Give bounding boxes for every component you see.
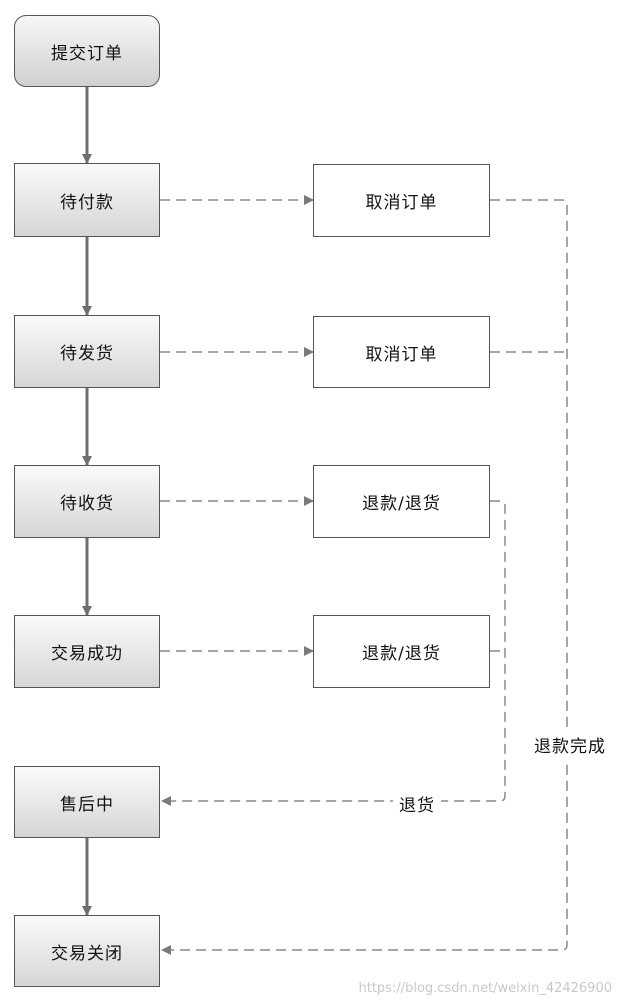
- node-pending-receipt-label: 待收货: [60, 494, 114, 514]
- node-cancel-order-1: 取消订单: [313, 164, 490, 237]
- node-after-sale: 售后中: [14, 766, 160, 838]
- node-cancel-order-2-label: 取消订单: [365, 344, 438, 365]
- node-refund-return-2-label: 退款/退货: [362, 644, 441, 664]
- node-after-sale-label: 售后中: [60, 794, 114, 815]
- node-deal-closed-label: 交易关闭: [51, 943, 123, 964]
- node-submit-order-label: 提交订单: [51, 43, 123, 64]
- node-refund-return-1: 退款/退货: [313, 465, 490, 538]
- node-cancel-order-2: 取消订单: [313, 316, 490, 388]
- node-pending-shipment: 待发货: [14, 315, 160, 388]
- node-pending-payment: 待付款: [14, 163, 160, 237]
- node-refund-return-1-label: 退款/退货: [362, 494, 441, 514]
- node-cancel-order-1-label: 取消订单: [365, 193, 438, 213]
- edge-refund-complete-path: [161, 199, 568, 955]
- node-pending-shipment-label: 待发货: [60, 344, 114, 364]
- node-submit-order: 提交订单: [14, 15, 160, 87]
- node-deal-closed: 交易关闭: [14, 915, 160, 987]
- watermark-text: https://blog.csdn.net/weixin_42426900: [358, 981, 612, 996]
- node-pending-receipt: 待收货: [14, 465, 160, 538]
- node-pending-payment-label: 待付款: [60, 192, 114, 213]
- node-refund-return-2: 退款/退货: [313, 615, 490, 688]
- edge-refund-return-path: [161, 500, 506, 806]
- edge-label-refund-complete: 退款完成: [528, 730, 612, 759]
- node-deal-success: 交易成功: [14, 615, 160, 688]
- edge-label-return-goods: 退货: [393, 789, 441, 818]
- node-deal-success-label: 交易成功: [51, 644, 123, 664]
